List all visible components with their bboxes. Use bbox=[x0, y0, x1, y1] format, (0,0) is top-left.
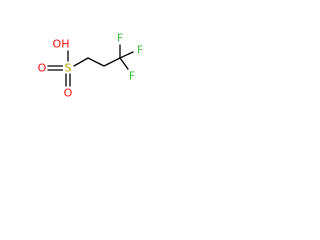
atom-label-fluorine-right: F bbox=[137, 44, 143, 57]
atom-label-oxygen-left: O bbox=[38, 62, 47, 75]
bond-c3-f-bottom bbox=[119, 57, 129, 70]
atom-label-fluorine-bottom: F bbox=[129, 70, 135, 83]
bond-c2-c3 bbox=[103, 57, 121, 67]
atom-label-oxygen-bottom: O bbox=[64, 87, 73, 100]
molecule-structure: OH S O O F F F bbox=[38, 32, 144, 100]
atom-label-sulfur: S bbox=[65, 62, 72, 75]
bond-c1-c2 bbox=[87, 57, 105, 67]
atom-label-fluorine-top: F bbox=[117, 32, 123, 45]
atom-labels: OH S O O F F F bbox=[38, 32, 144, 100]
bonds bbox=[47, 44, 134, 87]
bond-s-c1 bbox=[73, 57, 89, 67]
atom-label-hydroxyl: OH bbox=[53, 38, 70, 51]
bond-c3-f-right bbox=[119, 51, 134, 59]
